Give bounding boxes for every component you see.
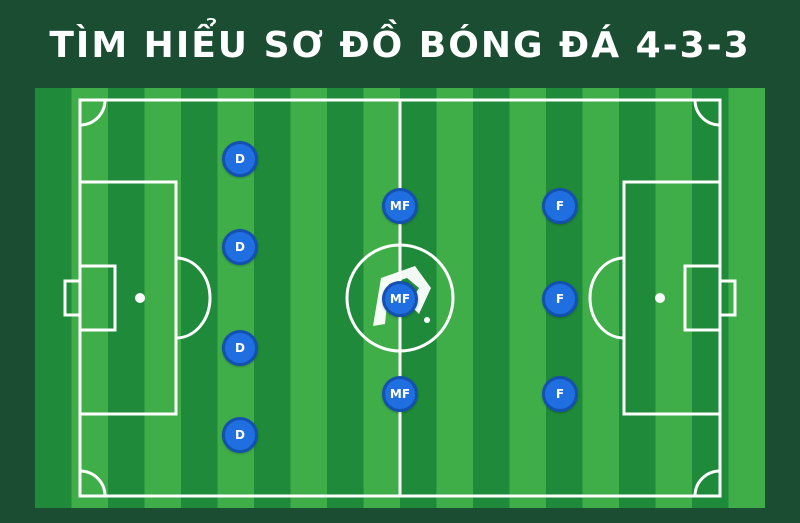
pitch-stripe: [290, 88, 328, 508]
pitch-stripe: [71, 88, 109, 508]
pitch-stripe: [181, 88, 218, 508]
player-midfielder-3[interactable]: MF: [382, 376, 418, 412]
player-defender-1[interactable]: D: [222, 141, 258, 177]
left-penalty-arc: [175, 256, 212, 340]
left-penalty-spot: [135, 293, 145, 303]
pitch-stripe: [254, 88, 291, 508]
pitch-stripe: [692, 88, 729, 508]
pitch-svg: [35, 88, 765, 508]
player-forward-1[interactable]: F: [542, 188, 578, 224]
right-penalty-arc: [588, 256, 625, 340]
brand-logo-icon: [373, 266, 431, 326]
center-circle: [345, 243, 455, 353]
pitch-stripes: [35, 88, 765, 508]
football-pitch: D D D D MF MF MF F F F: [35, 88, 765, 508]
player-midfielder-2[interactable]: MF: [382, 281, 418, 317]
corner-arc-top-right: [693, 99, 721, 127]
corner-arc-bottom-left: [79, 469, 107, 497]
corner-arc-top-left: [79, 99, 107, 127]
left-goal: [63, 279, 82, 317]
page-title: TÌM HIỂU SƠ ĐỒ BÓNG ĐÁ 4-3-3: [49, 25, 751, 66]
corner-arc-bottom-right: [693, 469, 721, 497]
player-forward-3[interactable]: F: [542, 376, 578, 412]
player-midfielder-1[interactable]: MF: [382, 188, 418, 224]
pitch-stripe: [473, 88, 510, 508]
player-defender-3[interactable]: D: [222, 330, 258, 366]
player-defender-4[interactable]: D: [222, 417, 258, 453]
right-goal: [718, 279, 737, 317]
pitch-stripe: [436, 88, 474, 508]
pitch-stripe: [582, 88, 620, 508]
player-forward-2[interactable]: F: [542, 281, 578, 317]
right-penalty-spot: [655, 293, 665, 303]
pitch-stripe: [509, 88, 547, 508]
player-defender-2[interactable]: D: [222, 229, 258, 265]
